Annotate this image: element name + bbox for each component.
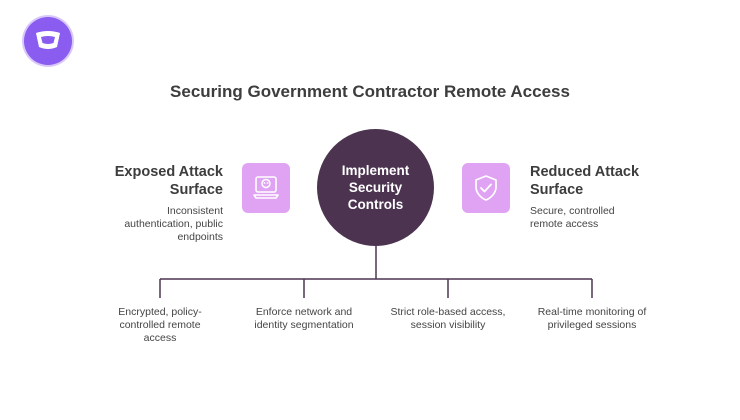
control-1-line1: Encrypted, policy- — [118, 306, 202, 318]
skull-laptop-icon — [242, 163, 290, 213]
shield-check-icon — [462, 163, 510, 213]
control-role-based-access: Strict role-based access, session visibi… — [373, 306, 523, 332]
control-3-line1: Strict role-based access, — [390, 306, 506, 318]
exposed-desc-line2: authentication, public — [124, 218, 223, 230]
center-label-line2: Security — [348, 180, 403, 195]
reduced-title-line2: Surface — [530, 182, 584, 198]
exposed-title-line2: Surface — [169, 182, 223, 198]
control-session-monitoring: Real-time monitoring of privileged sessi… — [517, 306, 667, 332]
control-4-line2: privileged sessions — [547, 319, 637, 331]
control-1-line2: controlled remote — [119, 319, 201, 331]
control-2-line1: Enforce network and — [255, 306, 353, 318]
center-label-line3: Controls — [347, 197, 404, 212]
logo-icon — [36, 31, 60, 49]
reduced-surface-desc: Secure, controlled remote access — [530, 205, 670, 231]
reduced-surface-title: Reduced Attack Surface — [530, 163, 670, 199]
exposed-desc-line1: Inconsistent — [166, 205, 223, 217]
exposed-title-line1: Exposed Attack — [114, 164, 223, 180]
control-segmentation: Enforce network and identity segmentatio… — [229, 306, 379, 332]
reduced-desc-line2: remote access — [530, 218, 599, 230]
brand-logo — [24, 17, 72, 65]
exposed-desc-line3: endpoints — [177, 231, 223, 243]
exposed-surface-desc: Inconsistent authentication, public endp… — [83, 205, 223, 244]
control-2-line2: identity segmentation — [254, 319, 354, 331]
page-title: Securing Government Contractor Remote Ac… — [170, 82, 570, 101]
reduced-title-line1: Reduced Attack — [530, 164, 640, 180]
center-node: Implement Security Controls — [317, 129, 434, 246]
exposed-surface-title: Exposed Attack Surface — [100, 163, 223, 199]
control-4-line1: Real-time monitoring of — [537, 306, 647, 318]
control-1-line3: access — [143, 332, 177, 344]
center-label-line1: Implement — [341, 163, 410, 178]
control-encrypted-access: Encrypted, policy- controlled remote acc… — [85, 306, 235, 345]
control-3-line2: session visibility — [410, 319, 486, 331]
reduced-desc-line1: Secure, controlled — [530, 205, 615, 217]
